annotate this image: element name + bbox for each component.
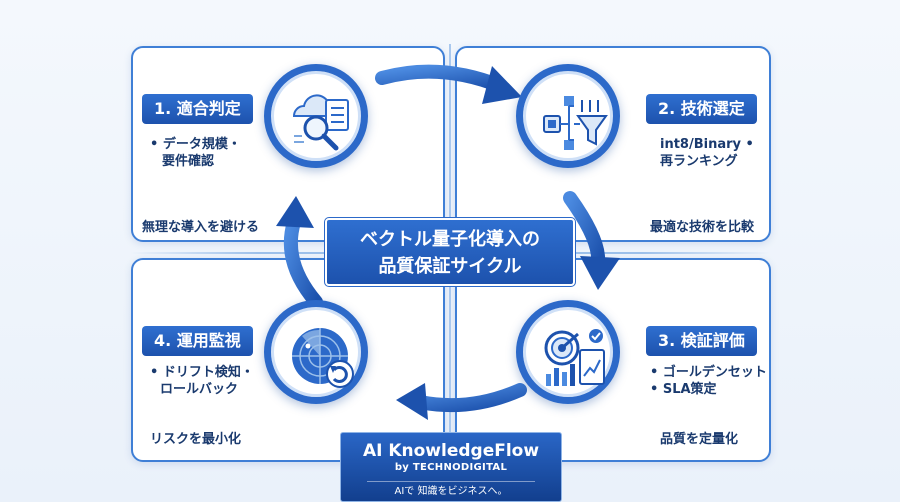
- brand-by: by TECHNODIGITAL: [394, 462, 508, 473]
- step-4-note: リスクを最小化: [150, 432, 242, 447]
- step-4-icon-circle: [264, 300, 368, 404]
- arrow-step1-to-step2: [375, 64, 522, 104]
- step-2-title: 2. 技術選定: [646, 94, 757, 124]
- step-4-bullet-line1: • ドリフト検知・: [150, 365, 254, 380]
- step-2-icon-circle: [516, 64, 620, 168]
- brand-name: AI KnowledgeFlow: [362, 441, 540, 461]
- arrow-step2-to-step3: [563, 191, 620, 290]
- step-2-bullet-line2: 再ランキング: [660, 154, 738, 169]
- cloud-magnifier-checklist-icon: [292, 94, 349, 151]
- step-1-note: 無理な導入を避ける: [142, 220, 260, 235]
- center-title-line1: ベクトル量子化導入の: [360, 229, 540, 250]
- panel-step-2: [455, 46, 771, 242]
- step-1-bullet-line2: 要件確認: [162, 154, 215, 169]
- step-4-title: 4. 運用監視: [142, 326, 253, 356]
- target-chart-clipboard-icon: [544, 329, 605, 386]
- brand-badge: AI KnowledgeFlow by TECHNODIGITAL AIで 知識…: [340, 432, 562, 502]
- step-3-bullet-line2: • SLA策定: [650, 382, 717, 397]
- center-title-line2: 品質保証サイクル: [378, 256, 522, 277]
- chip-flow-funnel-icon: [543, 96, 608, 150]
- step-2-bullet-line1: int8/Binary •: [660, 137, 754, 152]
- step-3-bullet-line1: • ゴールデンセット: [650, 365, 767, 380]
- step-2-note: 最適な技術を比較: [650, 220, 755, 235]
- step-3-icon-circle: [516, 300, 620, 404]
- center-cycle-title: ベクトル量子化導入の 品質保証サイクル: [324, 217, 576, 287]
- step-3-note: 品質を定量化: [660, 432, 739, 447]
- radar-rollback-icon: [292, 328, 354, 388]
- arrow-step3-to-step4: [396, 383, 527, 420]
- brand-tagline: AIで 知識をビジネスへ。: [367, 481, 535, 498]
- step-4-bullet-line2: ロールバック: [160, 382, 239, 397]
- step-1-bullet-line1: • データ規模・: [150, 137, 241, 152]
- arrow-step4-to-step1: [276, 196, 323, 309]
- step-1-title: 1. 適合判定: [142, 94, 253, 124]
- step-1-icon-circle: [264, 64, 368, 168]
- step-3-title: 3. 検証評価: [646, 326, 757, 356]
